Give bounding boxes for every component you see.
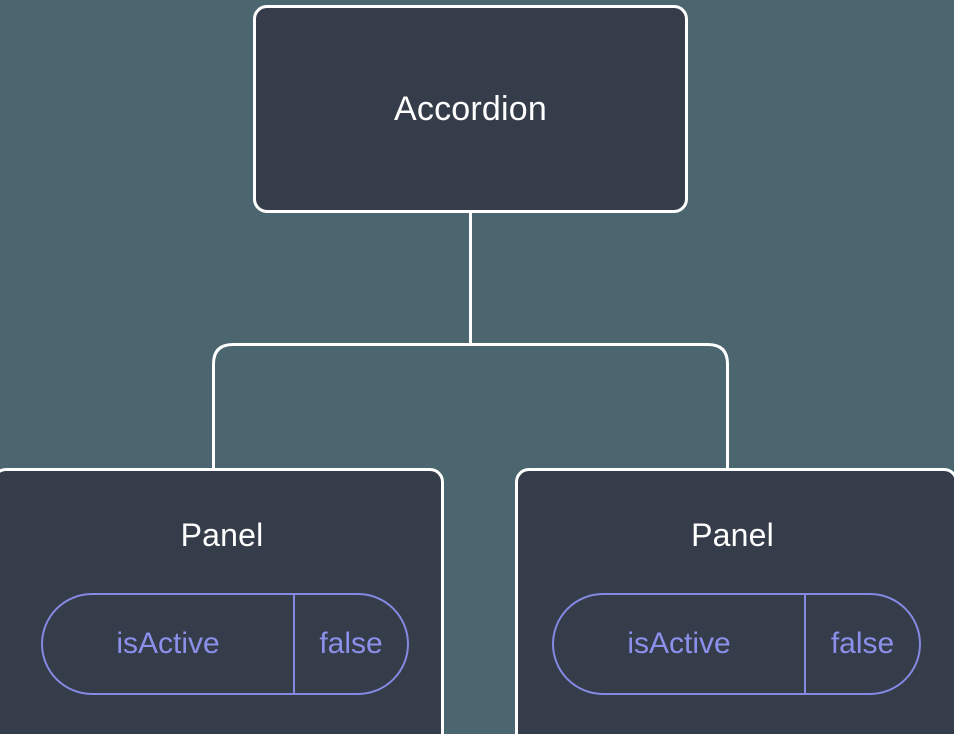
node-accordion-title: Accordion <box>394 90 547 128</box>
connector-branch-left <box>212 343 471 470</box>
node-panel-1-title: Panel <box>180 517 264 553</box>
prop-value-label: false <box>319 627 383 660</box>
node-panel-2-title: Panel <box>691 517 774 553</box>
node-panel-1[interactable]: Panel isActive false <box>0 468 444 734</box>
node-panel-2[interactable]: Panel isActive false <box>515 468 954 734</box>
prop-value-label: false <box>830 627 895 660</box>
prop-key-label: isActive <box>554 595 806 693</box>
connector-branch-right <box>470 343 729 470</box>
prop-badge-isactive-1[interactable]: isActive false <box>41 593 409 695</box>
prop-badge-isactive-2[interactable]: isActive false <box>552 593 921 695</box>
prop-key-label: isActive <box>43 595 295 693</box>
node-accordion[interactable]: Accordion <box>253 5 688 213</box>
